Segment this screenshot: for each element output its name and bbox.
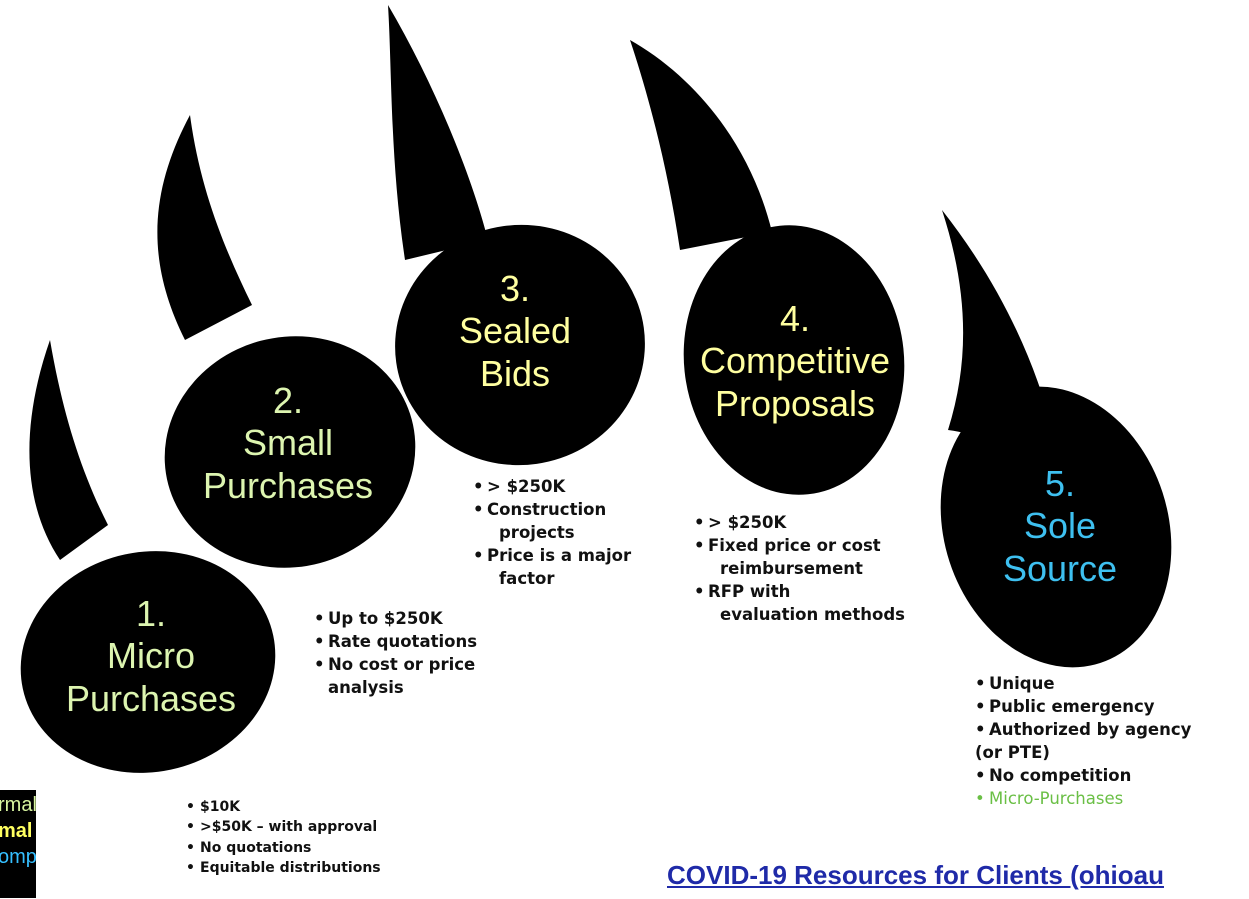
pad-4-number: 4.	[779, 298, 811, 339]
bullet-item: Construction	[473, 498, 631, 521]
pad-5-number: 5.	[1044, 463, 1076, 504]
pad-1-bullets: $10K >$50K – with approval No quotations…	[186, 797, 381, 878]
bullet-item: (or PTE)	[975, 743, 1050, 763]
pad-5-name-line-1: Sole	[1023, 505, 1097, 547]
legend-item-1: rmal	[0, 794, 36, 816]
pad-1-name-line-1: Micro	[107, 635, 195, 677]
pad-3-bullets: > $250K Construction projects Price is a…	[473, 475, 631, 590]
pad-5-name-line-2: Source	[1002, 547, 1118, 589]
claw-2	[157, 115, 252, 340]
bullet-item: Fixed price or cost	[694, 534, 905, 557]
legend-box: rmal mal omp	[0, 790, 36, 898]
bullet-item: factor	[499, 569, 555, 589]
pad-4-bullets: > $250K Fixed price or cost reimbursemen…	[694, 511, 905, 626]
bullet-item: reimbursement	[720, 559, 863, 579]
pad-3-number: 3.	[499, 268, 531, 309]
pad-4-name-line-1: Competitive	[699, 340, 891, 382]
pad-2-label: 2. Small Purchases	[178, 380, 398, 507]
pad-1-number: 1.	[135, 593, 167, 634]
pad-5-bullets: Unique Public emergency Authorized by ag…	[975, 672, 1191, 811]
pad-2	[164, 336, 416, 568]
pad-4-name-line-2: Proposals	[714, 382, 876, 424]
bullet-item: projects	[499, 523, 575, 543]
bullet-item: analysis	[328, 678, 404, 698]
bullet-item: > $250K	[473, 475, 631, 498]
bullet-item: Equitable distributions	[186, 858, 381, 879]
bullet-item: Public emergency	[975, 695, 1191, 718]
pad-1-name-line-2: Purchases	[65, 677, 237, 719]
pad-4	[683, 225, 905, 495]
bullet-item: evaluation methods	[720, 605, 905, 625]
pad-2-bullets: Up to $250K Rate quotations No cost or p…	[314, 607, 477, 699]
bullet-item: RFP with	[694, 580, 905, 603]
bullet-item: Up to $250K	[314, 607, 477, 630]
pad-3-name-line-2: Bids	[479, 352, 551, 394]
bullet-item: No cost or price	[314, 653, 477, 676]
pad-3-label: 3. Sealed Bids	[430, 268, 600, 395]
pad-2-name-line-2: Purchases	[202, 464, 374, 506]
covid-resources-link[interactable]: COVID-19 Resources for Clients (ohioau	[667, 860, 1164, 890]
pad-5-label: 5. Sole Source	[970, 463, 1150, 590]
pad-4-label: 4. Competitive Proposals	[680, 298, 910, 425]
pad-3-name-line-1: Sealed	[458, 310, 572, 352]
bullet-item: Unique	[975, 672, 1191, 695]
bullet-item: $10K	[186, 797, 381, 818]
pad-1-label: 1. Micro Purchases	[58, 593, 244, 720]
bullet-item: > $250K	[694, 511, 905, 534]
bullet-item: Authorized by agency	[975, 718, 1191, 741]
bullet-item: No competition	[975, 764, 1191, 787]
bullet-item: Micro-Purchases	[975, 787, 1191, 810]
bullet-item: >$50K – with approval	[186, 817, 381, 838]
bullet-item: Rate quotations	[314, 630, 477, 653]
pad-5	[940, 386, 1172, 668]
bullet-item: Price is a major	[473, 544, 631, 567]
claw-1	[29, 340, 108, 560]
legend-item-3: omp	[0, 846, 36, 868]
bullet-item: No quotations	[186, 838, 381, 859]
pad-3	[395, 224, 645, 466]
claw-4	[630, 40, 772, 250]
pad-2-number: 2.	[272, 380, 304, 421]
pad-2-name-line-1: Small	[242, 422, 334, 464]
legend-item-2: mal	[0, 820, 33, 842]
pad-1	[20, 551, 276, 773]
claw-3	[388, 5, 488, 260]
